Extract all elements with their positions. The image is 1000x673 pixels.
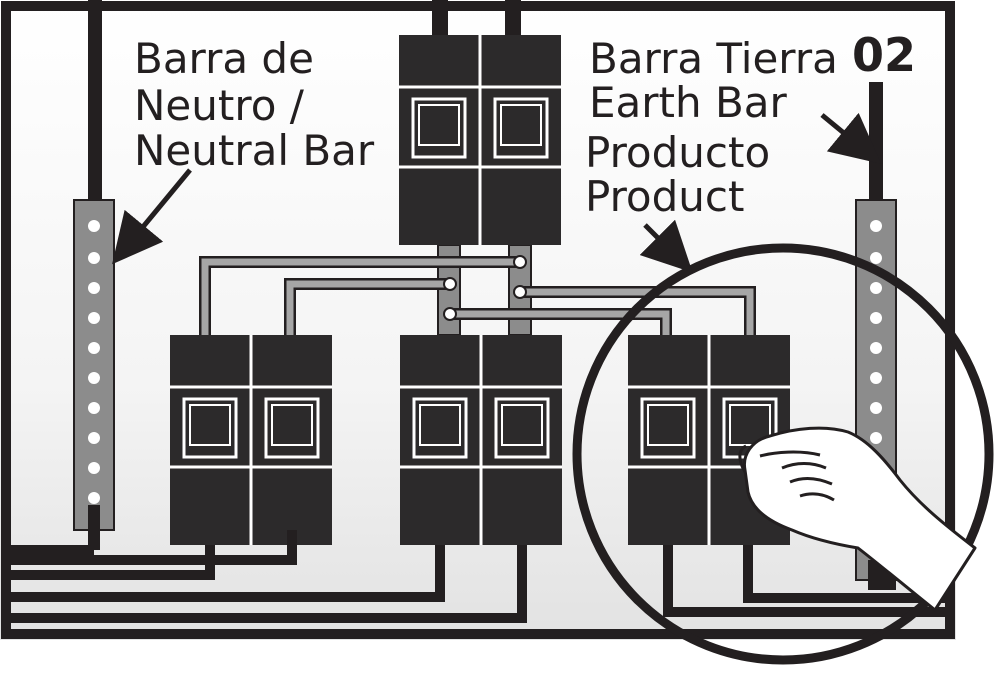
neutral-bar-icon [73, 199, 115, 531]
product-label-en: Product [585, 172, 745, 221]
earth-bar-label-es: Barra Tierra [589, 34, 838, 83]
earth-arrow-icon [820, 112, 882, 164]
bottom-wiring [10, 530, 946, 623]
distribution-wires [199, 256, 756, 335]
branch-breaker-icon [168, 333, 334, 547]
bus-terminals [443, 255, 527, 321]
magnify-circle-icon [572, 243, 994, 665]
earth-bar-label-en: Earth Bar [589, 78, 787, 127]
branch-breaker-icon [398, 333, 564, 547]
product-label-es: Producto [585, 128, 771, 177]
neutral-arrow-icon [112, 168, 192, 265]
main-breaker-icon [397, 33, 563, 247]
neutral-bar-label-es: Barra de [134, 34, 314, 83]
product-arrow-icon [639, 219, 693, 273]
hand-icon [738, 426, 977, 612]
neutral-bar-label-es-2: Neutro / [134, 81, 304, 130]
step-number: 02 [852, 28, 917, 82]
panel-frame [1, 1, 955, 639]
neutral-bar-label-en: Neutral Bar [134, 126, 375, 175]
